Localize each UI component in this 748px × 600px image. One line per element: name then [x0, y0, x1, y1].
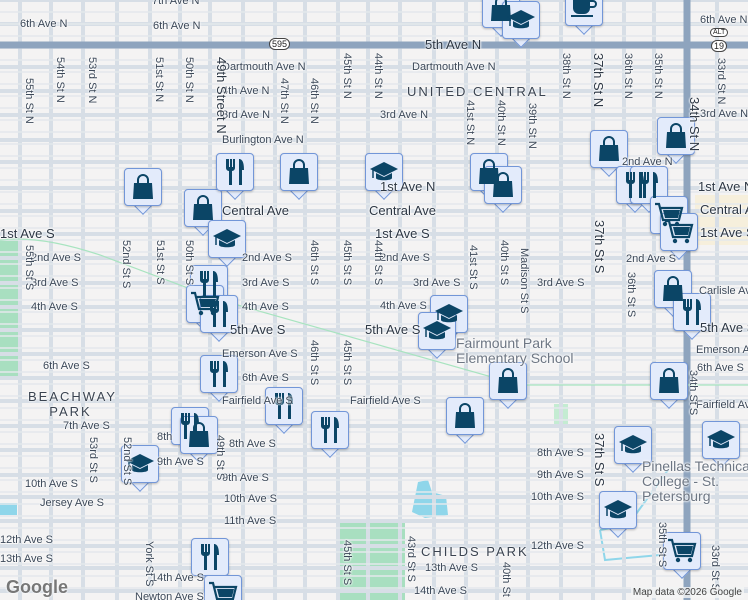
restaurant-marker[interactable]: [265, 387, 303, 434]
coffee-icon: [565, 0, 603, 26]
restaurant-icon: [191, 538, 229, 576]
poi-fairmount-park-elementary[interactable]: Fairmount Park Elementary School: [456, 335, 574, 366]
coffee-marker[interactable]: [565, 0, 603, 35]
shopping-cart-icon: [663, 532, 701, 570]
restaurant-marker[interactable]: [673, 293, 711, 340]
shopping-marker[interactable]: [124, 168, 162, 215]
restaurant-icon: [200, 355, 238, 393]
school-marker[interactable]: [702, 421, 740, 468]
shopping-marker[interactable]: [657, 117, 695, 164]
shopping-icon: [280, 153, 318, 191]
restaurant-marker[interactable]: [191, 538, 229, 585]
shopping-cart-marker[interactable]: [204, 575, 242, 600]
google-logo: Google: [6, 577, 68, 597]
restaurant-marker[interactable]: [200, 355, 238, 402]
shopping-icon: [657, 117, 695, 155]
restaurant-icon: [265, 387, 303, 425]
school-icon: [599, 491, 637, 529]
school-marker[interactable]: [208, 220, 246, 267]
restaurant-icon: [673, 293, 711, 331]
neighborhood-united-central: UNITED CENTRAL: [407, 84, 548, 99]
school-marker[interactable]: [502, 1, 540, 48]
restaurant-marker[interactable]: [216, 153, 254, 200]
school-marker[interactable]: [365, 153, 403, 200]
school-icon: [614, 426, 652, 464]
school-marker[interactable]: [418, 312, 456, 359]
school-icon: [430, 295, 468, 333]
shopping-cart-marker[interactable]: [663, 532, 701, 579]
school-icon: [208, 220, 246, 258]
neighborhood-beachway-park: BEACHWAY PARK: [28, 389, 117, 419]
school-icon: [502, 1, 540, 39]
school-icon: [418, 312, 456, 350]
shopping-marker[interactable]: [489, 362, 527, 409]
route-19-shield: 19: [711, 40, 728, 52]
school-icon: [702, 421, 740, 459]
shopping-icon: [590, 130, 628, 168]
shopping-marker[interactable]: [484, 166, 522, 213]
restaurant-marker[interactable]: [311, 411, 349, 458]
school-icon: [121, 445, 159, 483]
school-marker[interactable]: [430, 295, 468, 342]
shopping-icon: [650, 362, 688, 400]
school-marker[interactable]: [599, 491, 637, 538]
shopping-marker[interactable]: [280, 153, 318, 200]
school-icon: [365, 153, 403, 191]
map-attribution[interactable]: Map data ©2026 Google: [630, 587, 744, 598]
shopping-cart-icon: [660, 213, 698, 251]
shopping-marker[interactable]: [446, 397, 484, 444]
shopping-icon: [180, 416, 218, 454]
restaurant-marker[interactable]: [200, 295, 238, 342]
shopping-marker[interactable]: [590, 130, 628, 177]
water: [0, 503, 17, 515]
shopping-cart-icon: [204, 575, 242, 600]
park-area: [0, 240, 18, 380]
shopping-icon: [489, 362, 527, 400]
shopping-icon: [446, 397, 484, 435]
shopping-icon: [484, 166, 522, 204]
poi-pinellas-technical-college[interactable]: Pinellas Technical College - St. Petersb…: [642, 458, 748, 504]
route-595-shield: 595: [269, 38, 291, 50]
shopping-icon: [124, 168, 162, 206]
restaurant-icon: [216, 153, 254, 191]
shopping-marker[interactable]: [650, 362, 688, 409]
childs-park-area: [340, 520, 405, 600]
restaurant-icon: [200, 295, 238, 333]
route-alt-shield: ALT: [710, 28, 729, 37]
school-marker[interactable]: [121, 445, 159, 492]
neighborhood-childs-park: CHILDS PARK: [421, 544, 529, 559]
shopping-cart-marker[interactable]: [660, 213, 698, 260]
school-marker[interactable]: [614, 426, 652, 473]
shopping-marker[interactable]: [180, 416, 218, 463]
restaurant-icon: [311, 411, 349, 449]
trail: [0, 238, 748, 386]
